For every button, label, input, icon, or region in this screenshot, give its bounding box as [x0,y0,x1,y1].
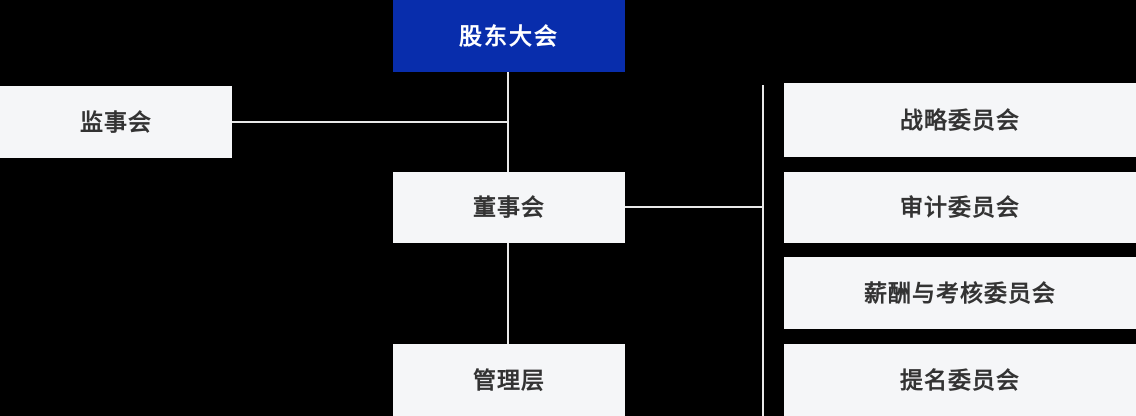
node-committee-strategy: 战略委员会 [784,83,1136,157]
node-label: 管理层 [473,366,545,393]
node-committee-remuneration-assessment: 薪酬与考核委员会 [784,257,1136,329]
node-label: 监事会 [80,108,152,135]
node-label: 薪酬与考核委员会 [864,279,1056,306]
node-label: 提名委员会 [900,366,1020,393]
connector-board-to-committees [624,206,764,208]
node-committee-audit: 审计委员会 [784,172,1136,243]
node-label: 审计委员会 [900,194,1020,220]
node-shareholders-meeting: 股东大会 [393,0,625,72]
node-label: 董事会 [473,194,545,220]
node-label: 股东大会 [459,22,559,49]
node-committee-nomination: 提名委员会 [784,344,1136,416]
connector-supervisory-horizontal [231,121,508,123]
node-supervisory-board: 监事会 [0,86,232,158]
node-board-of-directors: 董事会 [393,172,625,243]
node-label: 战略委员会 [900,106,1020,133]
connector-committees-trunk [762,85,764,416]
node-management: 管理层 [393,344,625,416]
